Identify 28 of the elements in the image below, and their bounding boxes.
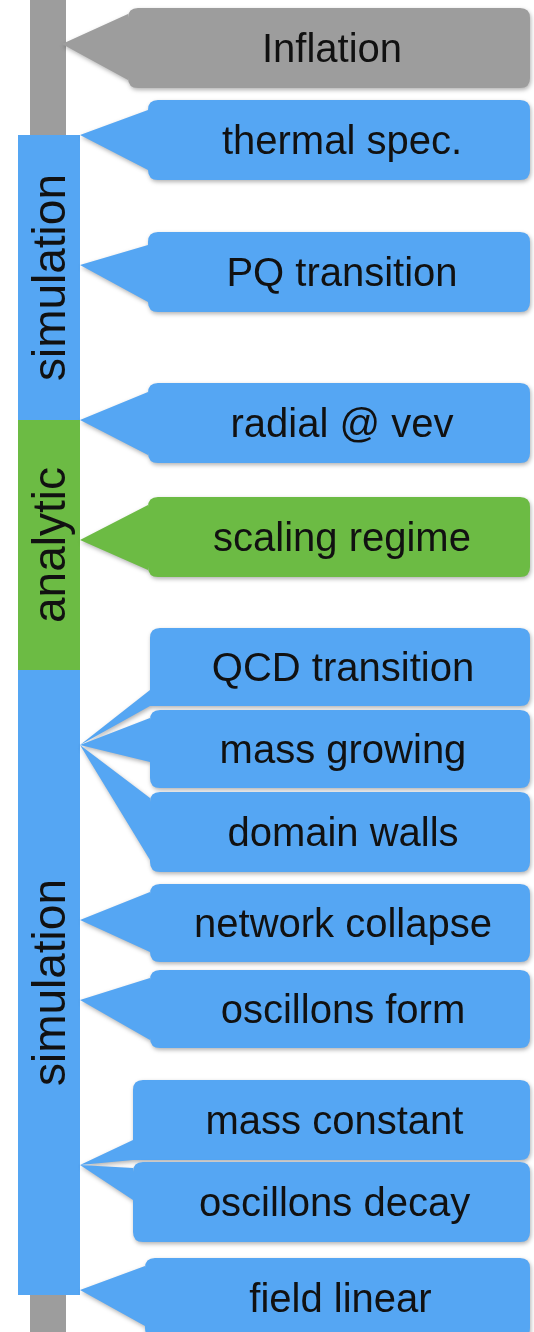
event-label: PQ transition (226, 250, 458, 294)
callout-box (80, 710, 530, 788)
callout-box (80, 1258, 530, 1332)
callout-box (80, 1162, 530, 1242)
event-label: Inflation (261, 26, 403, 70)
callout-box (80, 970, 530, 1048)
event-label: oscillons form (220, 987, 466, 1031)
event-label: QCD transition (211, 645, 475, 689)
event-label: mass constant (205, 1098, 464, 1142)
phase-label: simulation (26, 878, 72, 1087)
event-label: oscillons decay (198, 1180, 471, 1224)
phase-band (18, 420, 80, 670)
event-label: domain walls (227, 810, 459, 854)
event-label: scaling regime (213, 515, 471, 559)
callout-box (80, 383, 530, 463)
phase-band (18, 135, 80, 420)
event-label: thermal spec. (221, 118, 463, 162)
event-label: network collapse (194, 901, 492, 945)
event-label: radial @ vev (230, 401, 454, 445)
phase-label: simulation (26, 173, 72, 382)
callout-box (80, 497, 530, 577)
callout-box (80, 100, 530, 180)
event-label: mass growing (219, 727, 467, 771)
callout-box (80, 232, 530, 312)
event-label: field linear (249, 1276, 432, 1320)
callout-box (80, 884, 530, 962)
phase-band (18, 670, 80, 1295)
callout-box (80, 1080, 530, 1165)
